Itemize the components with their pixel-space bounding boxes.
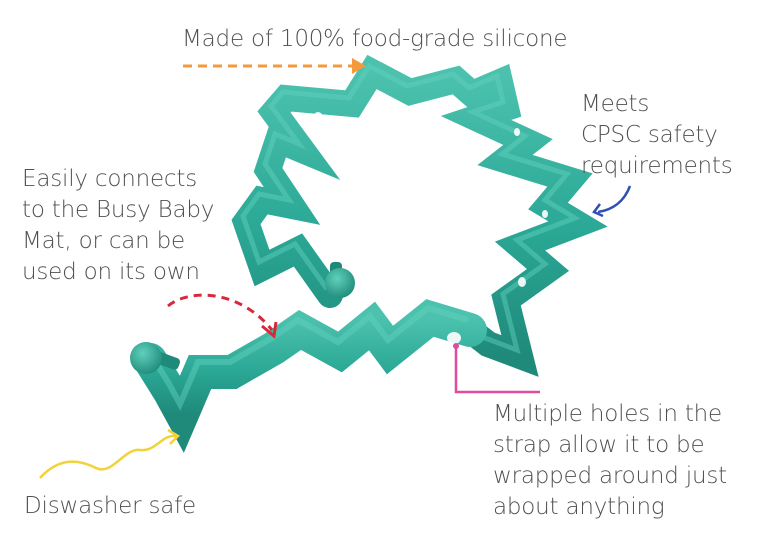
multiple-holes-label: Multiple holes in the strap allow it to … (493, 401, 727, 520)
strap-knob-ends (130, 262, 355, 374)
red-dashed-arrow (167, 293, 278, 339)
cpsc-safety-label: Meets CPSC safety requirements (581, 91, 733, 179)
pink-pointer-line (453, 343, 540, 394)
orange-dashed-arrow (183, 58, 366, 74)
dishwasher-safe-label: Diswasher safe (24, 493, 196, 519)
strap-upper-loop (231, 54, 608, 377)
strap-holes (313, 112, 548, 385)
blue-curved-arrow (592, 185, 632, 218)
food-grade-silicone-label: Made of 100% food-grade silicone (182, 26, 568, 52)
strap-lower-section (133, 299, 487, 453)
busy-baby-mat-label: Easily connects to the Busy Baby Mat, or… (22, 166, 215, 285)
yellow-squiggle-arrow (39, 428, 181, 479)
